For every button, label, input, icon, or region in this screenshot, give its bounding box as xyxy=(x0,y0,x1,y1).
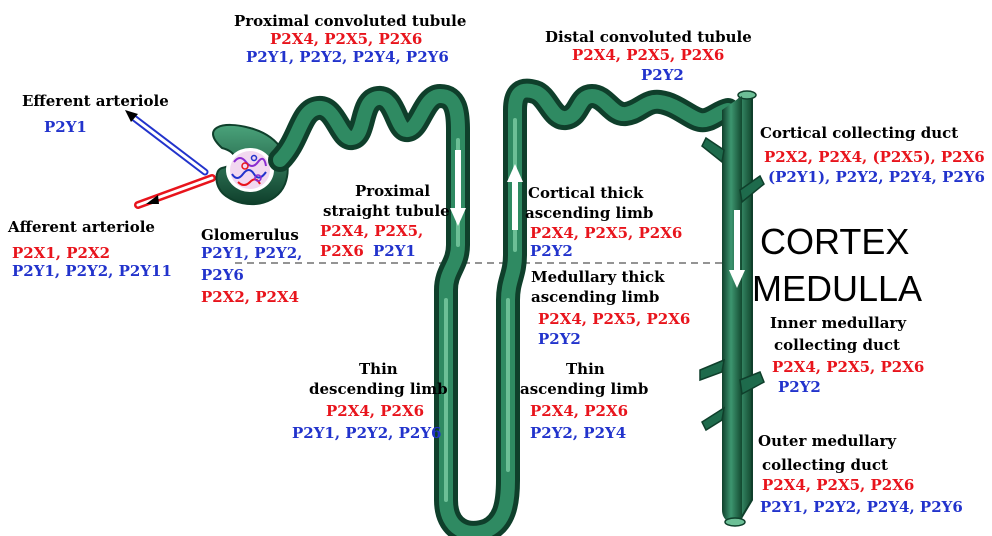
tal-title-1: Thin xyxy=(566,360,605,378)
afferent-p2y: P2Y1, P2Y2, P2Y11 xyxy=(12,262,172,280)
dct-p2y: P2Y2 xyxy=(641,66,684,84)
tdl-p2x: P2X4, P2X6 xyxy=(326,402,424,420)
ctal-title-2: ascending limb xyxy=(525,204,653,222)
glomerulus-title: Glomerulus xyxy=(201,226,299,244)
tal-p2x: P2X4, P2X6 xyxy=(530,402,628,420)
glomerulus-p2x: P2X2, P2X4 xyxy=(201,288,299,306)
cortex-label: CORTEX xyxy=(760,223,909,261)
tdl-p2y: P2Y1, P2Y2, P2Y6 xyxy=(292,424,441,442)
omcd-title-1: Outer medullary xyxy=(758,432,896,450)
imcd-p2y: P2Y2 xyxy=(778,378,821,396)
pct-title: Proximal convoluted tubule xyxy=(234,12,466,30)
tal-title-2: ascending limb xyxy=(520,380,648,398)
tdl-title-1: Thin xyxy=(359,360,398,378)
dct-p2x: P2X4, P2X5, P2X6 xyxy=(572,46,724,64)
efferent-arteriole xyxy=(134,118,205,172)
omcd-title-2: collecting duct xyxy=(762,456,888,474)
glomerulus-tuft xyxy=(230,151,270,189)
mtal-p2y: P2Y2 xyxy=(538,330,581,348)
ctal-title-1: Cortical thick xyxy=(528,184,643,202)
mtal-title-2: ascending limb xyxy=(531,288,659,306)
mtal-title-1: Medullary thick xyxy=(531,268,665,286)
pct-p2y: P2Y1, P2Y2, P2Y4, P2Y6 xyxy=(246,48,449,66)
pst-p2y: P2Y1 xyxy=(373,242,416,260)
omcd-p2y: P2Y1, P2Y2, P2Y4, P2Y6 xyxy=(760,498,963,516)
pst-p2x-1: P2X4, P2X5, xyxy=(320,222,423,240)
tal-p2y: P2Y2, P2Y4 xyxy=(530,424,626,442)
ccd-p2x: P2X2, P2X4, (P2X5), P2X6 xyxy=(764,148,985,166)
omcd-p2x: P2X4, P2X5, P2X6 xyxy=(762,476,914,494)
ctal-p2x: P2X4, P2X5, P2X6 xyxy=(530,224,682,242)
efferent-p2y: P2Y1 xyxy=(44,118,87,136)
efferent-title: Efferent arteriole xyxy=(22,92,169,110)
pct-p2x: P2X4, P2X5, P2X6 xyxy=(270,30,422,48)
pst-title-2: straight tubule xyxy=(323,202,450,220)
pst-p2x-2: P2X6 xyxy=(320,242,364,260)
ctal-p2y: P2Y2 xyxy=(530,242,573,260)
mtal-p2x: P2X4, P2X5, P2X6 xyxy=(538,310,690,328)
medulla-label: MEDULLA xyxy=(752,270,922,308)
tdl-title-2: descending limb xyxy=(309,380,448,398)
ccd-p2y: (P2Y1), P2Y2, P2Y4, P2Y6 xyxy=(768,168,985,186)
ccd-title: Cortical collecting duct xyxy=(760,124,958,142)
imcd-p2x: P2X4, P2X5, P2X6 xyxy=(772,358,924,376)
afferent-title: Afferent arteriole xyxy=(8,218,155,236)
glomerulus-p2y-1: P2Y1, P2Y2, xyxy=(201,244,302,262)
glomerulus-p2y-2: P2Y6 xyxy=(201,266,244,284)
afferent-p2x: P2X1, P2X2 xyxy=(12,244,110,262)
imcd-title-2: collecting duct xyxy=(774,336,900,354)
imcd-title-1: Inner medullary xyxy=(770,314,906,332)
afferent-arteriole xyxy=(138,178,212,205)
dct-title: Distal convoluted tubule xyxy=(545,28,752,46)
pst-title-1: Proximal xyxy=(355,182,430,200)
